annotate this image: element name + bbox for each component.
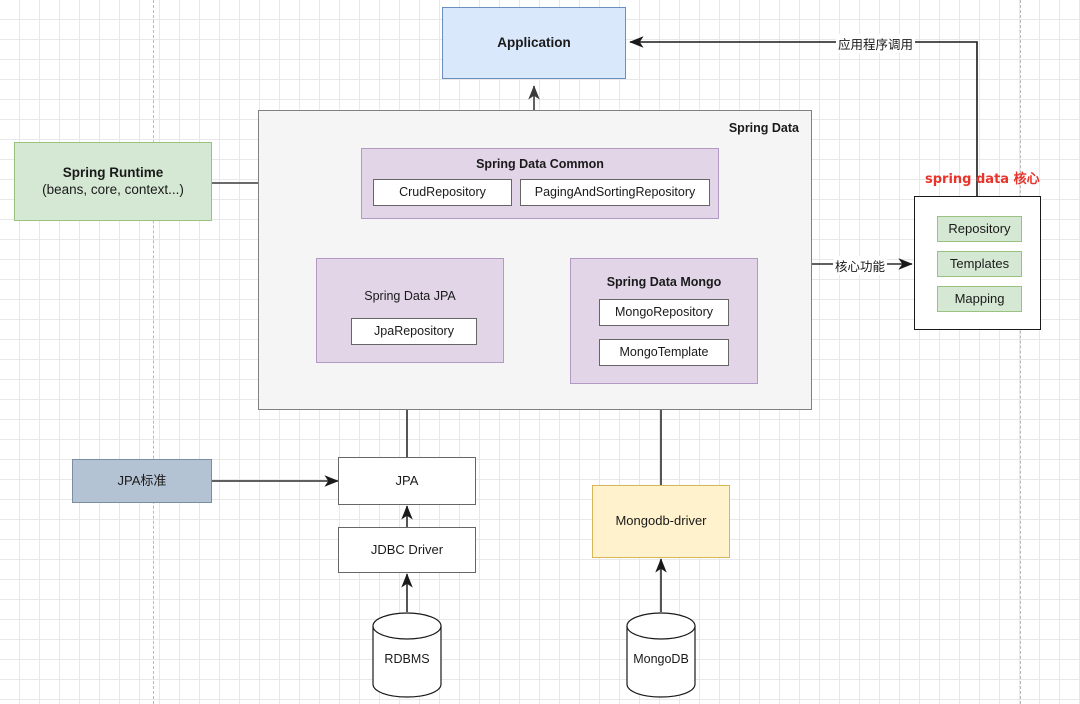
chip-mongo-template[interactable]: MongoTemplate (599, 339, 729, 366)
node-jpa-standard[interactable]: JPA标准 (72, 459, 212, 503)
node-jpa[interactable]: JPA (338, 457, 476, 505)
jdbc-driver-label: JDBC Driver (370, 541, 444, 557)
spring-runtime-subtitle: (beans, core, context...) (42, 181, 184, 197)
node-spring-data-jpa[interactable]: Spring Data JPA JpaRepository (316, 258, 504, 363)
node-spring-data-mongo[interactable]: Spring Data Mongo MongoRepository MongoT… (570, 258, 758, 384)
core-item-templates[interactable]: Templates (937, 251, 1022, 277)
chip-paging-and-sorting-repository[interactable]: PagingAndSortingRepository (520, 179, 710, 206)
spring-data-common-label: Spring Data Common (476, 157, 604, 171)
node-application[interactable]: Application (442, 7, 626, 79)
page-break-line-1 (153, 0, 154, 704)
edge-label-core-feature: 核心功能 (833, 256, 888, 275)
page-break-line-2 (1020, 0, 1021, 704)
node-spring-runtime[interactable]: Spring Runtime (beans, core, context...) (14, 142, 212, 221)
node-jdbc-driver[interactable]: JDBC Driver (338, 527, 476, 573)
chip-crud-repository[interactable]: CrudRepository (373, 179, 512, 206)
mongodb-driver-label: Mongodb-driver (615, 513, 707, 529)
core-panel-title: spring data 核心 (925, 172, 1040, 187)
chip-jpa-repository[interactable]: JpaRepository (351, 318, 477, 345)
rdbms-cylinder-icon (372, 612, 442, 698)
spring-data-container-label: Spring Data (728, 121, 799, 135)
jpa-standard-label: JPA标准 (117, 472, 167, 488)
node-spring-data-common[interactable]: Spring Data Common CrudRepository Paging… (361, 148, 719, 219)
node-mongodb[interactable]: MongoDB (626, 612, 696, 698)
core-item-repository[interactable]: Repository (937, 216, 1022, 242)
core-item-mapping[interactable]: Mapping (937, 286, 1022, 312)
chip-mongo-repository[interactable]: MongoRepository (599, 299, 729, 326)
node-spring-data-container[interactable]: Spring Data Spring Data Common CrudRepos… (258, 110, 812, 410)
node-mongodb-driver[interactable]: Mongodb-driver (592, 485, 730, 558)
jpa-label: JPA (395, 472, 419, 488)
edge-label-app-invoke: 应用程序调用 (836, 34, 916, 53)
spring-runtime-title: Spring Runtime (62, 164, 164, 180)
rdbms-label: RDBMS (384, 651, 430, 666)
spring-data-jpa-label: Spring Data JPA (364, 289, 456, 303)
spring-data-mongo-label: Spring Data Mongo (606, 275, 722, 289)
node-core-panel[interactable]: Repository Templates Mapping (914, 196, 1041, 330)
mongodb-label: MongoDB (633, 651, 689, 666)
mongodb-cylinder-icon (626, 612, 696, 698)
application-label: Application (497, 34, 571, 50)
node-rdbms[interactable]: RDBMS (372, 612, 442, 698)
